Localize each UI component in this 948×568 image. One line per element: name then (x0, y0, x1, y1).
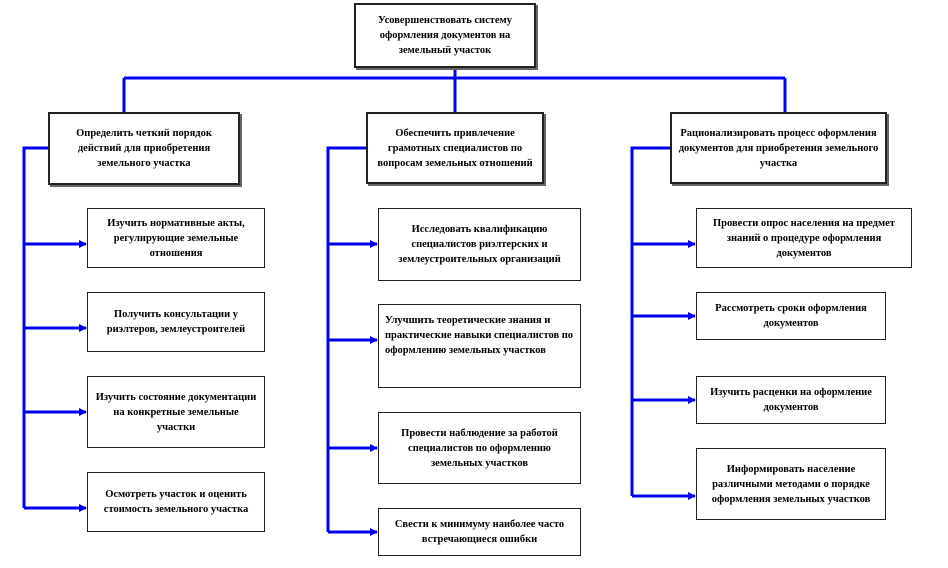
task-box: Получить консультации у риэлтеров, земле… (87, 292, 265, 352)
root-goal-box: Усовершенствовать систему оформления док… (354, 3, 536, 68)
task-box: Провести наблюдение за работой специалис… (378, 412, 581, 484)
task-box: Провести опрос населения на предмет знан… (696, 208, 912, 268)
root-connector (122, 68, 787, 112)
task-box: Улучшить теоретические знания и практиче… (378, 304, 581, 388)
task-box: Исследовать квалификацию специалистов ри… (378, 208, 581, 281)
branch-box-procedure: Определить четкий порядок действий для п… (48, 112, 240, 185)
task-box: Изучить состояние документации на конкре… (87, 376, 265, 448)
left-spine (22, 146, 48, 508)
task-box: Изучить нормативные акты, регулирующие з… (87, 208, 265, 268)
task-box: Информировать население различными метод… (696, 448, 886, 520)
right-spine (630, 146, 670, 496)
task-box: Осмотреть участок и оценить стоимость зе… (87, 472, 265, 532)
middle-spine (326, 146, 366, 532)
task-box: Изучить расценки на оформление документо… (696, 376, 886, 424)
branch-box-specialists: Обеспечить привлечение грамотных специал… (366, 112, 544, 184)
branch-box-rationalize: Рационализировать процесс оформления док… (670, 112, 887, 184)
task-box: Рассмотреть сроки оформления документов (696, 292, 886, 340)
task-box: Свести к минимуму наиболее часто встреча… (378, 508, 581, 556)
